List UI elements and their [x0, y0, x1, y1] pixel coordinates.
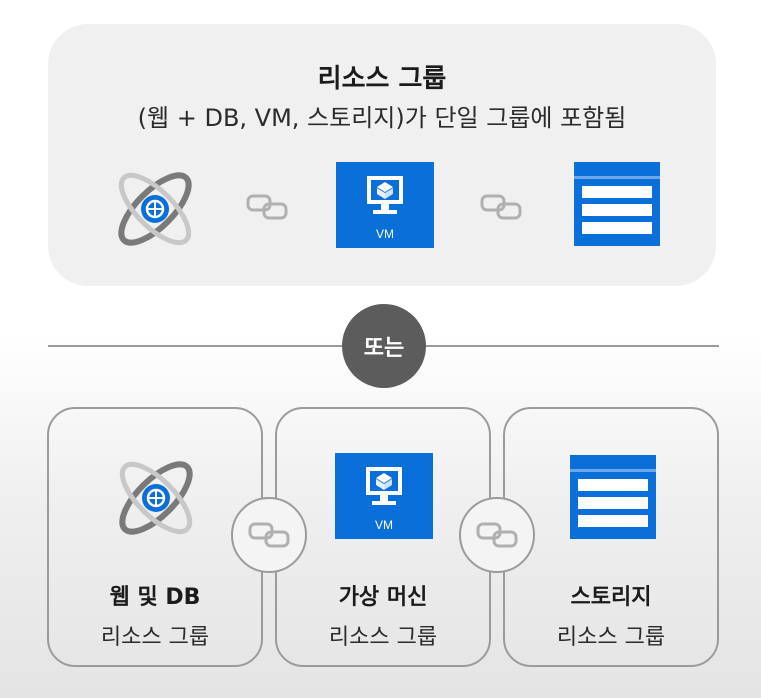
card-title: 웹 및 DB [109, 585, 201, 610]
card-subtitle: 리소스 그룹 [100, 625, 210, 650]
link-icon [248, 522, 290, 548]
card-title: 스토리지 [570, 585, 652, 610]
card-subtitle: 리소스 그룹 [556, 625, 666, 650]
link-connector [459, 497, 535, 573]
top-group-subtitle: (웹 + DB, VM, 스토리지)가 단일 그룹에 포함됨 [137, 104, 627, 132]
link-connector [231, 497, 307, 573]
web-db-orbit-icon [118, 172, 192, 246]
link-icon [246, 194, 288, 220]
vm-icon: VM [335, 453, 433, 539]
or-badge: 또는 [342, 304, 426, 388]
svg-text:VM: VM [376, 227, 394, 241]
storage-resource-group-card: 스토리지 리소스 그룹 [503, 407, 719, 667]
card-title: 가상 머신 [338, 585, 428, 610]
vm-icon: VM [336, 162, 434, 248]
link-icon [480, 194, 522, 220]
card-subtitle: 리소스 그룹 [328, 625, 438, 650]
storage-icon [574, 162, 660, 246]
web-db-orbit-icon [119, 461, 193, 535]
link-icon [476, 522, 518, 548]
single-resource-group-card: 리소스 그룹 (웹 + DB, VM, 스토리지)가 단일 그룹에 포함됨 VM [48, 24, 716, 286]
storage-icon [570, 455, 656, 539]
svg-text:VM: VM [375, 518, 393, 532]
top-group-title: 리소스 그룹 [317, 64, 447, 94]
